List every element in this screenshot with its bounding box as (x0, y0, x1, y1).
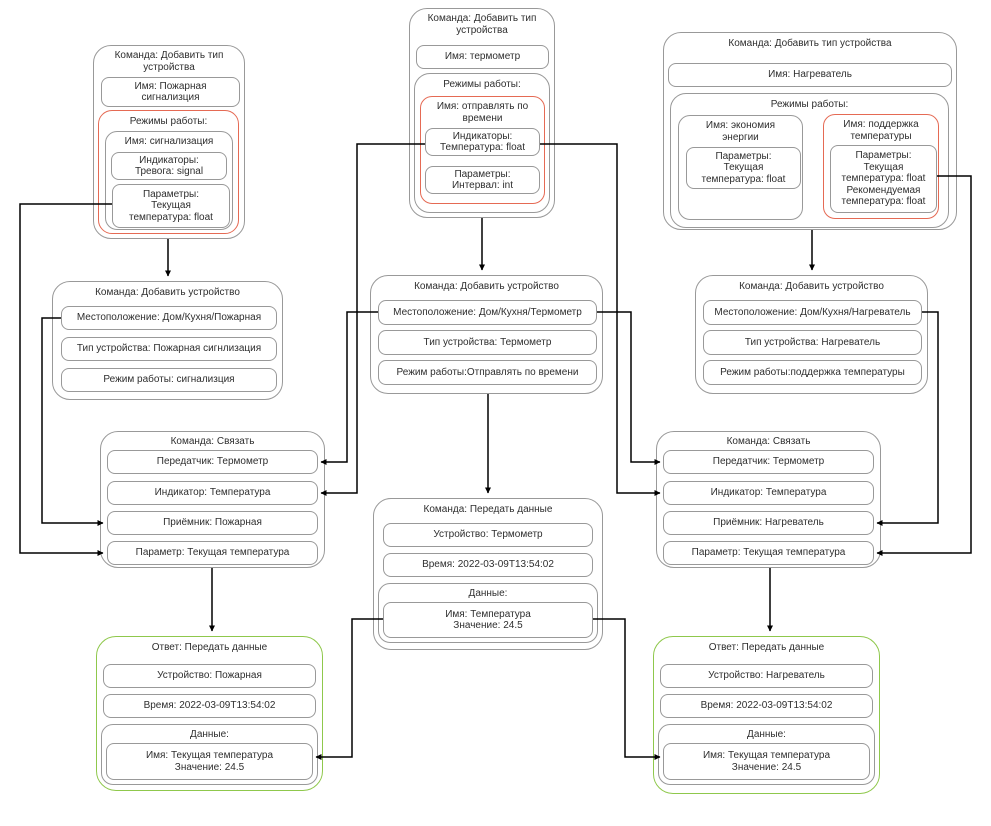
node-add-type-fire-title: Команда: Добавить тип устройства (114, 50, 224, 73)
group-data-send (378, 583, 598, 643)
field-transmitter-right: Передатчик: Термометр (663, 450, 874, 474)
group-data-resp-right-label: Данные: (747, 729, 786, 740)
field-data-value-resp-right: Имя: Текущая температура Значение: 24.5 (663, 743, 870, 780)
node-add-type-thermometer (409, 8, 555, 218)
arrow-data-to-resp-left (315, 618, 383, 760)
field-work-mode-heater: Режим работы:поддержка температуры (703, 360, 922, 385)
node-response-heater-title: Ответ: Передать данные (708, 642, 825, 653)
mode-energy-saving (678, 115, 803, 220)
arrow-location-to-transmitter-right (597, 311, 661, 465)
group-modes-heater-label: Режимы работы: (770, 99, 849, 110)
node-add-type-heater-title: Команда: Добавить тип устройства (728, 38, 892, 49)
group-modes-fire (98, 110, 239, 234)
arrow-data-to-resp-right (593, 618, 661, 760)
field-work-mode-thermometer: Режим работы:Отправлять по времени (378, 360, 597, 385)
field-receiver-right: Приёмник: Нагреватель (663, 511, 874, 535)
mode-keep-temperature-name: Имя: поддержка температуры (843, 119, 919, 142)
group-data-send-label: Данные: (468, 588, 508, 599)
field-device-type-thermometer: Тип устройства: Термометр (378, 330, 597, 355)
node-add-device-fire-title: Команда: Добавить устройство (95, 287, 240, 298)
node-add-type-thermometer-title: Команда: Добавить тип устройства (427, 13, 537, 36)
mode-send-by-time-name: Имя: отправлять по времени (436, 101, 529, 124)
field-indicator-right: Индикатор: Температура (663, 481, 874, 505)
field-time-resp-left: Время: 2022-03-09T13:54:02 (103, 694, 316, 718)
node-add-device-thermometer-title: Команда: Добавить устройство (414, 281, 559, 292)
field-time-send: Время: 2022-03-09T13:54:02 (383, 553, 593, 577)
field-device-send: Устройство: Термометр (383, 523, 593, 547)
group-modes-thermometer (414, 73, 550, 213)
field-type-name-heater: Имя: Нагреватель (668, 63, 952, 87)
field-work-mode-fire: Режим работы: сигнализция (61, 368, 277, 392)
field-receiver-left: Приёмник: Пожарная (107, 511, 318, 535)
field-parameter-left: Параметр: Текущая температура (107, 541, 318, 565)
field-transmitter-left: Передатчик: Термометр (107, 450, 318, 474)
field-parameters-fire: Параметры: Текущая температура: float (112, 184, 230, 228)
field-data-value-resp-left: Имя: Текущая температура Значение: 24.5 (106, 743, 313, 780)
field-indicators-thermometer: Индикаторы: Температура: float (425, 128, 540, 156)
group-modes-fire-label: Режимы работы: (129, 116, 208, 127)
node-add-type-fire (93, 45, 245, 239)
field-device-resp-left: Устройство: Пожарная (103, 664, 316, 688)
mode-signaling (105, 131, 233, 230)
mode-signaling-name: Имя: сигнализация (124, 136, 214, 147)
node-response-fire-title: Ответ: Передать данные (151, 642, 268, 653)
node-add-type-heater (663, 32, 957, 230)
field-indicator-left: Индикатор: Температура (107, 481, 318, 505)
node-send-data (373, 498, 603, 650)
node-send-data-title: Команда: Передать данные (423, 504, 553, 515)
field-parameters-keep-temperature: Параметры: Текущая температура: float Ре… (830, 145, 937, 213)
field-type-name-thermometer: Имя: термометр (416, 45, 549, 69)
field-device-type-heater: Тип устройства: Нагреватель (703, 330, 922, 355)
field-location-fire: Местоположение: Дом/Кухня/Пожарная (61, 306, 277, 330)
group-data-resp-left-label: Данные: (190, 729, 229, 740)
field-time-resp-right: Время: 2022-03-09T13:54:02 (660, 694, 873, 718)
field-parameter-right: Параметр: Текущая температура (663, 541, 874, 565)
field-parameters-energy-saving: Параметры: Текущая температура: float (686, 147, 801, 189)
field-location-heater: Местоположение: Дом/Кухня/Нагреватель (703, 300, 922, 325)
field-indicators-fire: Индикаторы: Тревога: signal (111, 152, 227, 180)
field-device-type-fire: Тип устройства: Пожарная сигнлизация (61, 337, 277, 361)
mode-energy-saving-name: Имя: экономия энергии (705, 120, 776, 143)
field-type-name-fire: Имя: Пожарная сигнализция (101, 77, 240, 107)
node-add-device-heater-title: Команда: Добавить устройство (739, 281, 884, 292)
group-modes-heater (670, 93, 949, 228)
node-link-fire-title: Команда: Связать (170, 436, 255, 447)
group-modes-thermometer-label: Режимы работы: (443, 79, 521, 90)
field-parameters-thermometer: Параметры: Интервал: int (425, 166, 540, 194)
node-link-heater-title: Команда: Связать (726, 436, 811, 447)
field-data-value-send: Имя: Температура Значение: 24.5 (383, 602, 593, 638)
field-location-thermometer: Местоположение: Дом/Кухня/Термометр (378, 300, 597, 325)
field-device-resp-right: Устройство: Нагреватель (660, 664, 873, 688)
